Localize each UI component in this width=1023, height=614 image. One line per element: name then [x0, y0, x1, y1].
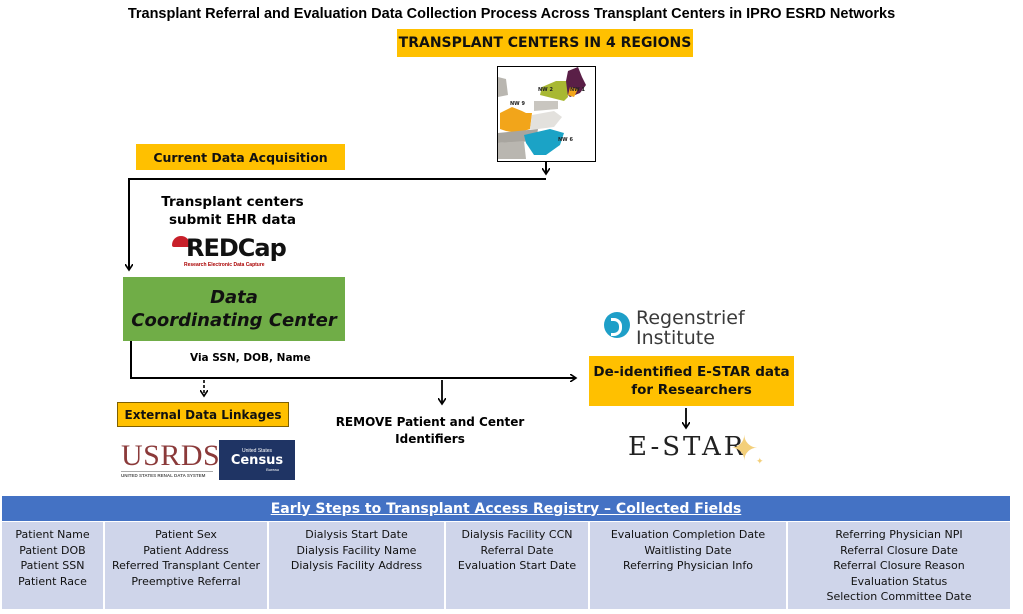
sparkle-icon: ✦: [730, 430, 759, 468]
redcap-logo: REDCap Research Electronic Data Capture: [172, 234, 287, 270]
via-label: Via SSN, DOB, Name: [190, 352, 311, 364]
map-label-nw6: NW 6: [558, 137, 573, 143]
regenstrief-line-1: Regenstrief: [636, 307, 745, 329]
deidentified-data-box: De-identified E-STAR data for Researcher…: [589, 356, 794, 406]
usrds-wordmark: USRDS: [121, 439, 221, 472]
field: Patient Race: [18, 574, 87, 588]
submit-line-2: submit EHR data: [168, 212, 297, 228]
remove-line-1: REMOVE Patient and Center: [335, 415, 525, 429]
submit-ehr-text: Transplant centers submit EHR data: [150, 193, 315, 229]
field: Dialysis Facility Name: [296, 543, 417, 557]
map-label-nw2: NW 2: [538, 87, 553, 93]
field: Dialysis Start Date: [305, 528, 408, 541]
registry-fields-table: Patient Name Patient DOB Patient SSN Pat…: [2, 522, 1010, 609]
map-state-gray: [498, 77, 508, 97]
census-bottom-text: Bureau: [266, 467, 279, 472]
map-graphic: NW 1 NW 2 NW 9 NW 6: [498, 67, 586, 159]
map-region-nw6: [524, 129, 564, 155]
field: Selection Committee Date: [826, 590, 972, 604]
regenstrief-mark-icon: [604, 312, 630, 338]
regenstrief-wordmark: Regenstrief Institute: [636, 308, 745, 348]
field: Preemptive Referral: [131, 574, 241, 588]
dcc-line-1: Data: [210, 287, 258, 308]
field: Evaluation Status: [850, 574, 948, 588]
regenstrief-line-2: Institute: [636, 327, 715, 349]
registry-column-2: Patient Sex Patient Address Referred Tra…: [105, 522, 269, 609]
field: Referral Closure Reason: [833, 559, 965, 573]
arrow-to-deid: [130, 341, 576, 378]
redcap-wordmark: REDCap: [186, 234, 287, 262]
field: Patient SSN: [20, 559, 85, 573]
registry-column-1: Patient Name Patient DOB Patient SSN Pat…: [2, 522, 105, 609]
submit-line-1: Transplant centers: [161, 194, 304, 210]
field: Referring Physician Info: [623, 559, 753, 573]
field: Patient Name: [15, 528, 90, 541]
field: Referral Date: [480, 543, 554, 557]
census-top-text: United States: [241, 448, 273, 454]
registry-column-6: Referring Physician NPI Referral Closure…: [788, 522, 1010, 609]
field: Referral Closure Date: [840, 543, 958, 557]
map-state-va: [530, 111, 562, 129]
sparkle-small-icon: ✦: [756, 456, 764, 466]
deid-line-1: De-identified E-STAR data: [593, 364, 790, 380]
field: Evaluation Completion Date: [610, 528, 766, 541]
field: Referred Transplant Center: [111, 559, 261, 573]
redcap-cap-icon: [172, 236, 190, 247]
map-nw1-centers: [568, 87, 578, 97]
census-wordmark: Census: [230, 453, 284, 468]
registry-column-4: Dialysis Facility CCN Referral Date Eval…: [446, 522, 590, 609]
regenstrief-logo: Regenstrief Institute: [604, 308, 764, 352]
registry-column-5: Evaluation Completion Date Waitlisting D…: [590, 522, 788, 609]
usrds-tagline: UNITED STATES RENAL DATA SYSTEM: [121, 471, 213, 478]
field: Evaluation Start Date: [457, 559, 577, 573]
field: Referring Physician NPI: [835, 528, 963, 541]
field: Waitlisting Date: [644, 543, 732, 557]
regions-box: TRANSPLANT CENTERS IN 4 REGIONS: [397, 29, 693, 57]
usrds-logo: USRDS UNITED STATES RENAL DATA SYSTEM: [121, 439, 221, 479]
registry-header: Early Steps to Transplant Access Registr…: [2, 496, 1010, 521]
map-label-nw9: NW 9: [510, 101, 525, 107]
remove-identifiers-text: REMOVE Patient and Center Identifiers: [330, 414, 530, 448]
field: Patient Sex: [155, 528, 217, 541]
current-data-acquisition-box: Current Data Acquisition: [136, 144, 345, 170]
regions-map: NW 1 NW 2 NW 9 NW 6: [497, 66, 596, 162]
map-state-al: [498, 141, 526, 159]
arrow-to-dcc: [129, 178, 546, 270]
map-label-nw1: NW 1: [570, 87, 585, 93]
census-logo: United States Census Bureau: [219, 440, 295, 480]
estar-logo: E-STAR: [628, 432, 747, 462]
field: Dialysis Facility Address: [290, 559, 423, 573]
registry-column-3: Dialysis Start Date Dialysis Facility Na…: [269, 522, 446, 609]
data-coordinating-center-box: Data Coordinating Center: [123, 277, 345, 341]
redcap-tagline: Research Electronic Data Capture: [184, 262, 265, 268]
map-region-nw2: [540, 81, 568, 101]
field: Dialysis Facility CCN: [461, 528, 573, 541]
diagram-title: Transplant Referral and Evaluation Data …: [127, 6, 896, 22]
external-data-linkages-box: External Data Linkages: [117, 402, 289, 427]
deid-line-2: for Researchers: [631, 382, 752, 398]
map-state-pa: [534, 101, 558, 111]
remove-line-2: Identifiers: [395, 432, 465, 446]
field: Patient DOB: [19, 543, 86, 557]
map-region-nw9: [500, 107, 532, 133]
dcc-line-2: Coordinating Center: [131, 310, 337, 331]
field: Patient Address: [143, 543, 229, 557]
